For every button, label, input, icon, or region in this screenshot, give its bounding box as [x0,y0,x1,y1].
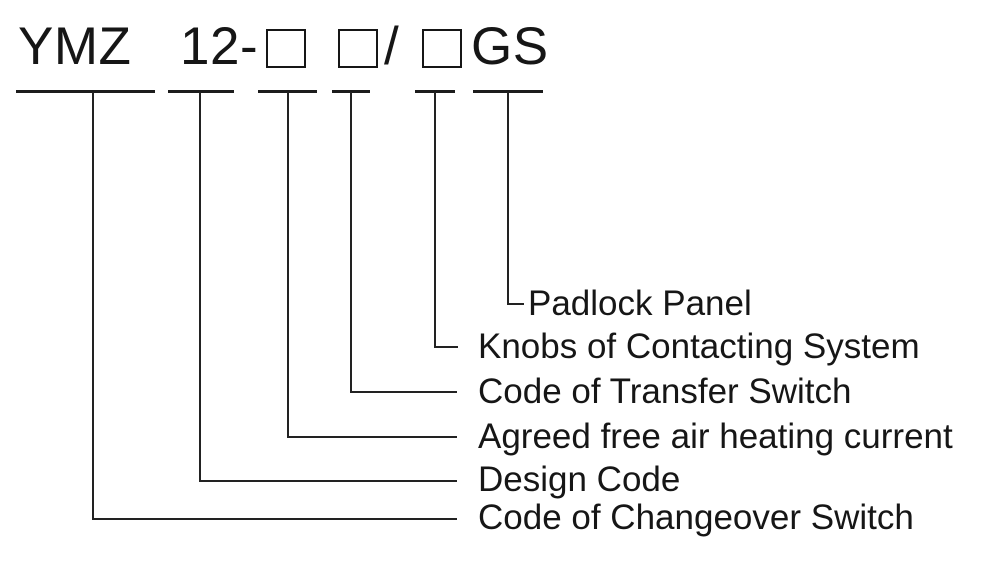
leader-horizontal-transfer [350,391,457,393]
underline-knobs-box [415,90,455,93]
leader-vertical-transfer [350,92,352,393]
leader-horizontal-changeover [92,518,457,520]
leader-vertical-knobs [434,92,436,348]
leader-horizontal-padlock [507,303,524,305]
underline-transfer-box [332,90,370,93]
label-knobs-of-contacting-system: Knobs of Contacting System [478,327,920,366]
placeholder-box-current-icon [266,29,306,68]
code-segment-slash: / [384,17,400,76]
leader-horizontal-knobs [434,346,458,348]
label-code-of-changeover-switch: Code of Changeover Switch [478,498,914,537]
label-padlock-panel: Padlock Panel [528,284,752,323]
code-segment-design: 12- [180,17,259,76]
leader-horizontal-agreed [287,436,457,438]
code-segment-ymz: YMZ [18,17,132,76]
code-segment-gs: GS [471,17,549,76]
label-design-code: Design Code [478,460,681,499]
label-code-of-transfer-switch: Code of Transfer Switch [478,372,852,411]
underline-current-box [258,90,317,93]
leader-horizontal-design [199,480,457,482]
placeholder-box-knobs-icon [422,29,462,68]
underline-design-code [168,90,234,93]
placeholder-box-transfer-icon [338,29,378,68]
underline-gs [473,90,543,93]
leader-vertical-design [199,92,201,482]
label-agreed-free-air-heating-current: Agreed free air heating current [478,417,953,456]
underline-ymz [16,90,155,93]
leader-vertical-agreed [287,92,289,438]
leader-vertical-padlock [507,92,509,305]
leader-vertical-changeover [92,92,94,520]
